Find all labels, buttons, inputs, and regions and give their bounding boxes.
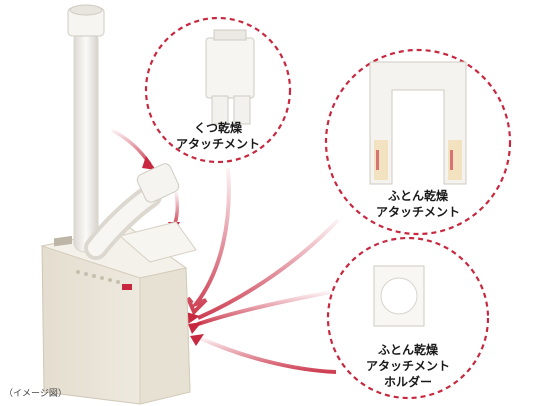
arrowhead-3 (186, 312, 200, 324)
arrowhead-1 (142, 156, 156, 170)
callout-label-holder: ふとん乾燥 アタッチメント ホルダー (350, 342, 466, 390)
callout-label-futon: ふとん乾燥 アタッチメント (360, 188, 476, 220)
vertical-hose (67, 4, 105, 253)
image-caption: （イメージ図） (4, 389, 67, 399)
angled-hose (84, 163, 180, 260)
callout-circle-futon (324, 48, 512, 236)
arrowhead-5 (190, 334, 204, 346)
control-panel-dots (76, 270, 120, 284)
arrowhead-4 (188, 322, 202, 334)
arrow-upper-2 (172, 191, 180, 227)
holder-attachment (373, 265, 425, 327)
futon-attachment (369, 61, 467, 185)
callout-circle-shoe (144, 16, 292, 164)
callout-label-shoe-line-1: くつ乾燥 (193, 121, 242, 135)
callout-label-futon-line-2: アタッチメント (375, 205, 460, 219)
dryer-machine (40, 221, 197, 405)
callout-label-holder-line-2: アタッチメント (365, 359, 450, 373)
callout-label-holder-line-3: ホルダー (383, 375, 432, 389)
callout-label-holder-line-1: ふとん乾燥 (377, 343, 438, 357)
arrow-holder-2 (199, 336, 337, 374)
shoe-attachment (205, 29, 255, 125)
callout-label-shoe: くつ乾燥 アタッチメント (168, 120, 268, 152)
arrow-futon (197, 218, 340, 320)
arrow-upper-1 (111, 128, 152, 166)
callout-circle-holder (326, 236, 490, 400)
arrow-shoe (186, 167, 231, 316)
arrow-holder (197, 290, 331, 326)
futon-attachment-markings (374, 140, 462, 180)
callout-label-futon-line-1: ふとん乾燥 (387, 189, 448, 203)
callout-label-shoe-line-2: アタッチメント (175, 137, 260, 151)
